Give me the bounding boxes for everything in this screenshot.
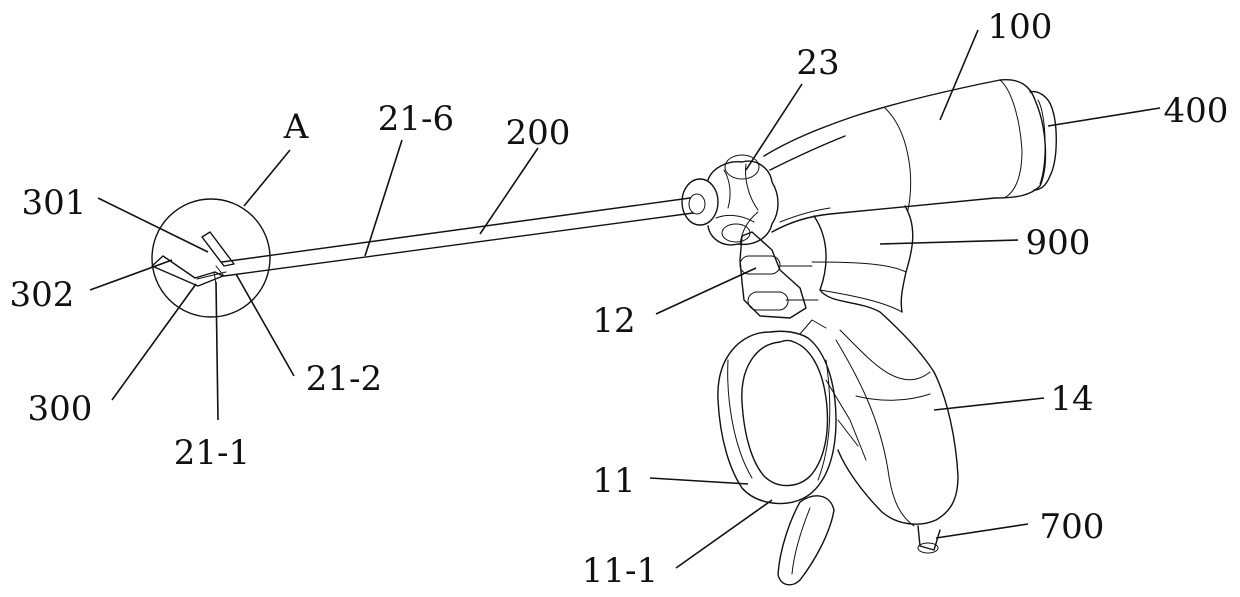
label-900: 900: [1026, 223, 1091, 263]
rotation-knob: [682, 155, 778, 245]
handle-grip: [812, 206, 958, 553]
slider-buttons: [740, 232, 818, 318]
label-300: 300: [28, 389, 93, 429]
label-301: 301: [22, 183, 87, 223]
label-11: 11: [592, 461, 635, 501]
finger-hook: [778, 496, 834, 585]
label-21-2: 21-2: [306, 359, 382, 399]
label-700: 700: [1040, 507, 1105, 547]
label-a: A: [283, 107, 309, 147]
label-400: 400: [1164, 91, 1229, 131]
label-12: 12: [592, 301, 635, 341]
label-11-1: 11-1: [582, 551, 658, 591]
label-100: 100: [988, 7, 1053, 47]
label-200: 200: [506, 113, 571, 153]
label-14: 14: [1050, 379, 1093, 419]
trigger-loop: [718, 320, 866, 503]
label-21-1: 21-1: [174, 433, 250, 473]
label-302: 302: [10, 275, 75, 315]
shaft: [216, 198, 693, 276]
label-21-6: 21-6: [378, 99, 454, 139]
label-23: 23: [796, 43, 839, 83]
jaw-assembly: [152, 232, 234, 286]
end-cap: [1026, 86, 1056, 190]
housing: [764, 80, 1045, 232]
